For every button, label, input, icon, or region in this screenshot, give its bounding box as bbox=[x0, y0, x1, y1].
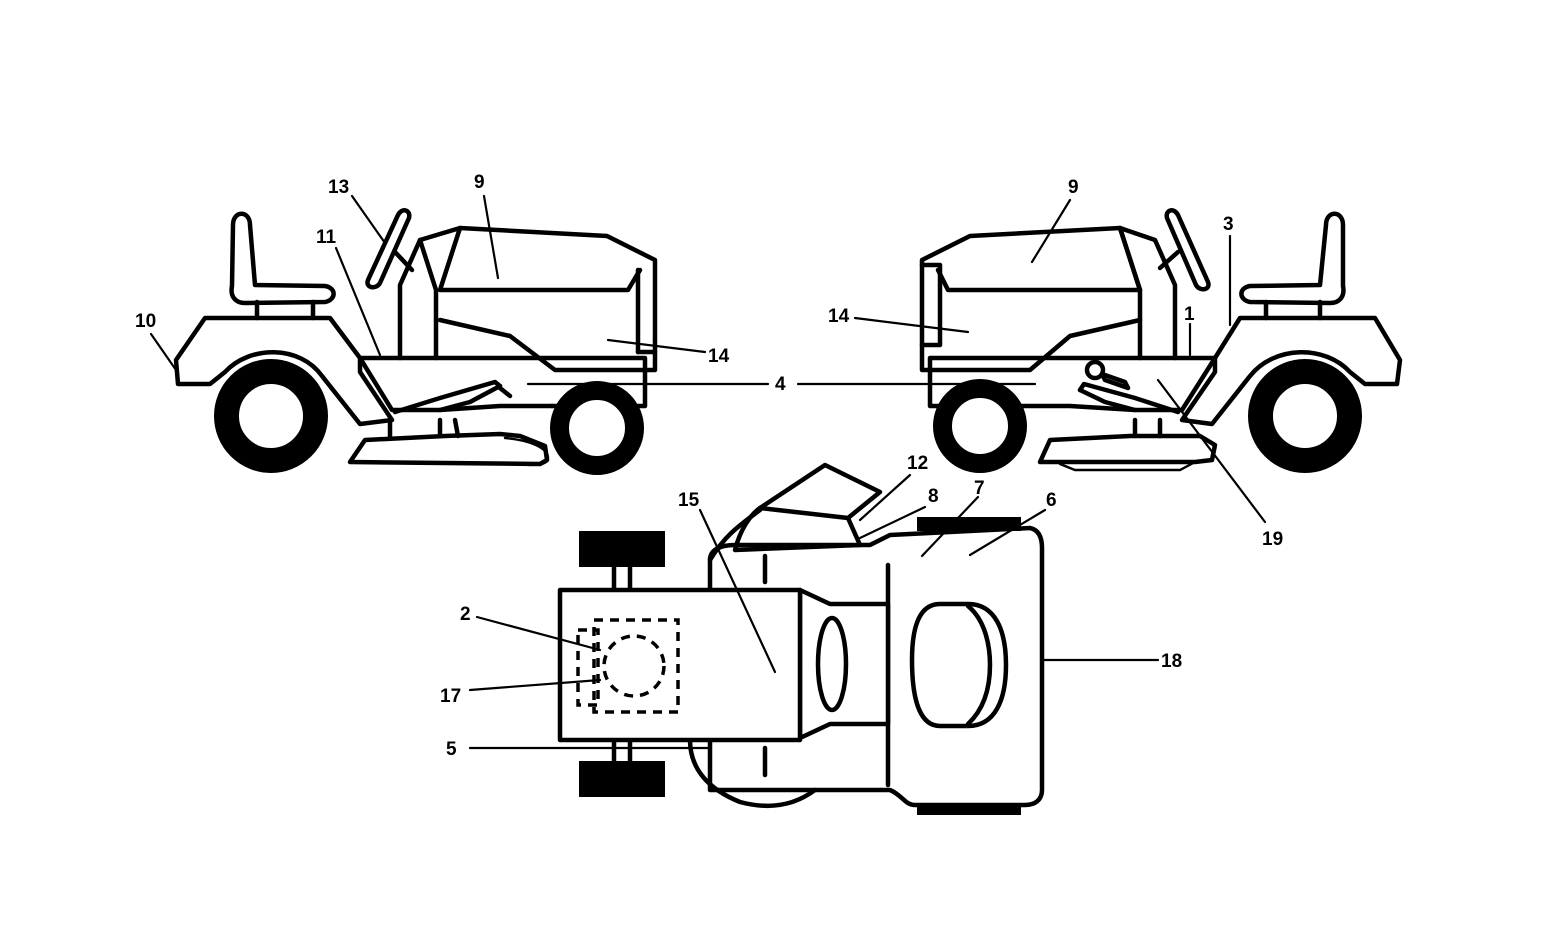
callout-11: 11 bbox=[316, 227, 337, 248]
callout-15: 15 bbox=[678, 490, 700, 511]
seat-top-view bbox=[909, 601, 1009, 729]
callout-9-right: 9 bbox=[1068, 177, 1079, 198]
seat-left bbox=[229, 211, 336, 321]
tractor-right-side-view bbox=[919, 208, 1403, 473]
rear-fender-right bbox=[1179, 315, 1403, 427]
front-wheel-left bbox=[550, 381, 644, 475]
callout-8: 8 bbox=[928, 486, 939, 507]
callout-4: 4 bbox=[775, 374, 786, 395]
callout-17: 17 bbox=[440, 686, 461, 707]
callout-13-left: 13 bbox=[328, 177, 349, 198]
steering-wheel-right bbox=[1157, 208, 1211, 292]
rear-wheel-right bbox=[1248, 359, 1362, 473]
rear-tire-top bbox=[917, 517, 1021, 531]
callout-6: 6 bbox=[1046, 490, 1057, 511]
hood-top-view bbox=[557, 587, 803, 743]
frame-right bbox=[927, 355, 1218, 415]
callout-labels: 13 9 11 10 14 4 9 3 14 1 19 12 8 7 6 15 … bbox=[135, 172, 1283, 760]
callout-14-left: 14 bbox=[708, 346, 730, 367]
callout-12: 12 bbox=[907, 453, 928, 474]
mower-deck-left bbox=[347, 417, 550, 467]
callout-3: 3 bbox=[1223, 214, 1234, 235]
rear-wheel-left bbox=[214, 359, 328, 473]
hood-right bbox=[919, 225, 1178, 373]
callout-5: 5 bbox=[446, 739, 457, 760]
callout-2: 2 bbox=[460, 604, 471, 625]
tractor-top-view bbox=[557, 462, 1045, 815]
rear-fender-left bbox=[173, 315, 395, 427]
front-wheel-right bbox=[933, 379, 1027, 473]
callout-9-left: 9 bbox=[474, 172, 485, 193]
rear-tire-bottom bbox=[917, 803, 1021, 815]
mower-deck-right bbox=[1037, 417, 1218, 472]
callout-1: 1 bbox=[1184, 304, 1195, 325]
front-tire-bottom bbox=[579, 761, 665, 797]
discharge-chute bbox=[732, 462, 883, 553]
body-top bbox=[707, 525, 1045, 808]
tractor-left-side-view bbox=[173, 208, 658, 475]
callout-14-right: 14 bbox=[828, 306, 850, 327]
front-tire-top bbox=[579, 531, 665, 567]
callout-10: 10 bbox=[135, 311, 156, 332]
callout-18: 18 bbox=[1161, 651, 1182, 672]
callout-19: 19 bbox=[1262, 529, 1283, 550]
leader-lines bbox=[149, 194, 1267, 750]
seat-right bbox=[1239, 211, 1346, 321]
hood-left bbox=[397, 225, 658, 373]
callout-7: 7 bbox=[974, 478, 985, 499]
